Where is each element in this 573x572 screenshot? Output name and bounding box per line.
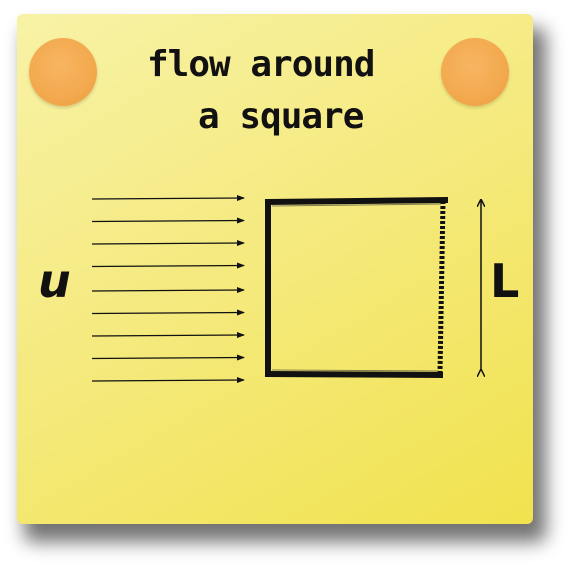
- flow-arrow: [91, 240, 245, 247]
- sticky-note: [17, 14, 533, 524]
- flow-arrow: [91, 377, 245, 384]
- velocity-label: u: [38, 254, 71, 308]
- title-line-2: a square: [198, 96, 364, 137]
- length-label: L: [490, 254, 520, 308]
- title-line-1: flow around: [147, 44, 375, 85]
- flow-arrow: [91, 354, 245, 361]
- pin-right-icon: [441, 38, 509, 106]
- flow-arrows: [91, 195, 245, 384]
- flow-arrow: [91, 309, 245, 316]
- flow-arrow: [91, 195, 245, 202]
- square-body: [264, 196, 449, 379]
- flow-arrow: [91, 217, 245, 224]
- flow-arrow: [91, 262, 245, 269]
- flow-arrow: [91, 332, 245, 339]
- pin-left-icon: [29, 38, 97, 106]
- flow-arrow: [91, 287, 245, 294]
